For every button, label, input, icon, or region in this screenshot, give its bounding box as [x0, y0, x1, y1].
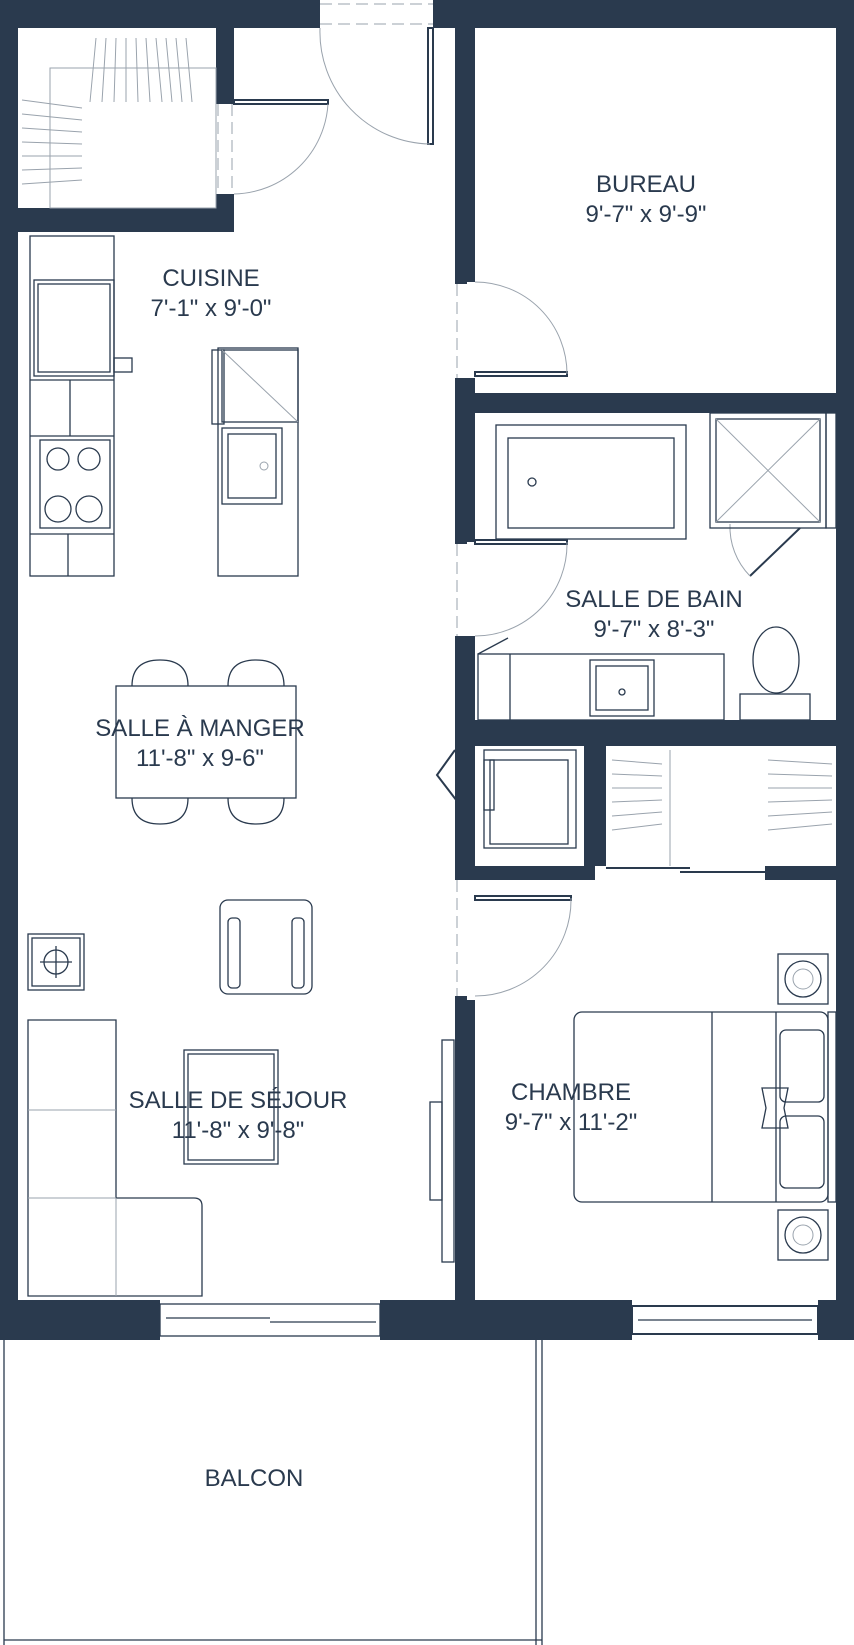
salle-de-sejour-dims: 11'-8" x 9'-8" — [172, 1117, 304, 1144]
patio-doors — [159, 1303, 819, 1337]
cuisine-dims: 7'-1" x 9'-0" — [151, 295, 272, 322]
living-furniture — [27, 899, 455, 1297]
salle-a-manger-name: SALLE À MANGER — [95, 715, 304, 742]
chambre-dims: 9'-7" x 11'-2" — [505, 1109, 637, 1136]
cuisine-name: CUISINE — [162, 265, 259, 292]
salle-de-bain-name: SALLE DE BAIN — [565, 586, 742, 613]
salle-de-sejour-name: SALLE DE SÉJOUR — [129, 1087, 348, 1114]
bathroom-fixtures — [477, 412, 837, 721]
bureau-dims: 9'-7" x 9'-9" — [586, 201, 707, 228]
laundry-closet — [483, 749, 577, 849]
chambre-name: CHAMBRE — [511, 1079, 631, 1106]
bureau-name: BUREAU — [596, 171, 696, 198]
bedroom-furniture — [573, 953, 837, 1261]
room-labels: BUREAU 9'-7" x 9'-9" CUISINE 7'-1" x 9'-… — [95, 171, 742, 1492]
walls — [0, 0, 854, 1340]
salle-a-manger-dims: 11'-8" x 9-6" — [136, 745, 264, 772]
entry-closet-hangers — [21, 37, 217, 209]
doors — [217, 3, 801, 997]
salle-de-bain-dims: 9'-7" x 8'-3" — [594, 616, 715, 643]
kitchen-fixtures — [29, 235, 299, 577]
balcon-name: BALCON — [205, 1465, 304, 1492]
balcony-outline — [3, 1340, 543, 1645]
wardrobe-hangers — [611, 750, 833, 866]
dining-table — [115, 659, 297, 825]
